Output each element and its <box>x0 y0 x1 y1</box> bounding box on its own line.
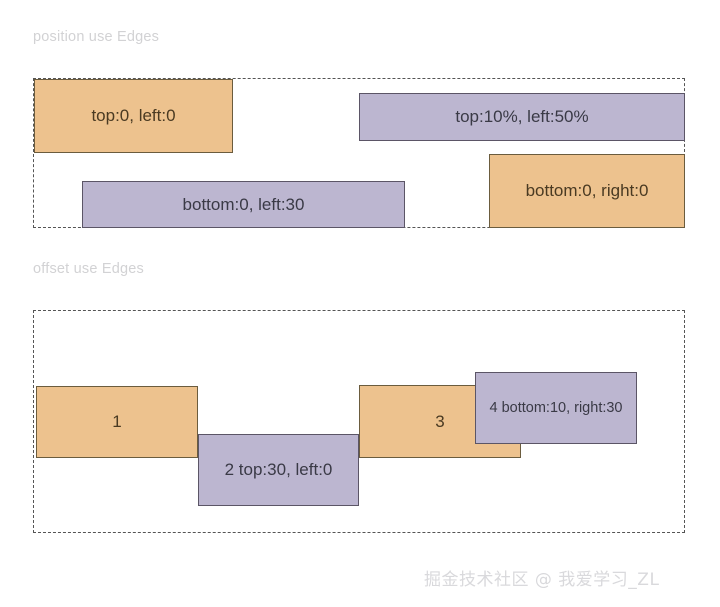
box-top10-left50: top:10%, left:50% <box>359 93 685 141</box>
offset-container <box>33 310 685 533</box>
section-label-position: position use Edges <box>33 29 160 45</box>
offset-box-4: 4 bottom:10, right:30 <box>475 372 637 444</box>
offset-box-2: 2 top:30, left:0 <box>198 434 359 506</box>
watermark: 掘金技术社区 @ 我爱学习_ZL <box>424 570 660 590</box>
box-top-left: top:0, left:0 <box>34 79 233 153</box>
section-label-offset: offset use Edges <box>33 261 144 277</box>
offset-box-1: 1 <box>36 386 198 458</box>
box-bottom0-right0: bottom:0, right:0 <box>489 154 685 228</box>
box-bottom0-left30: bottom:0, left:30 <box>82 181 405 228</box>
